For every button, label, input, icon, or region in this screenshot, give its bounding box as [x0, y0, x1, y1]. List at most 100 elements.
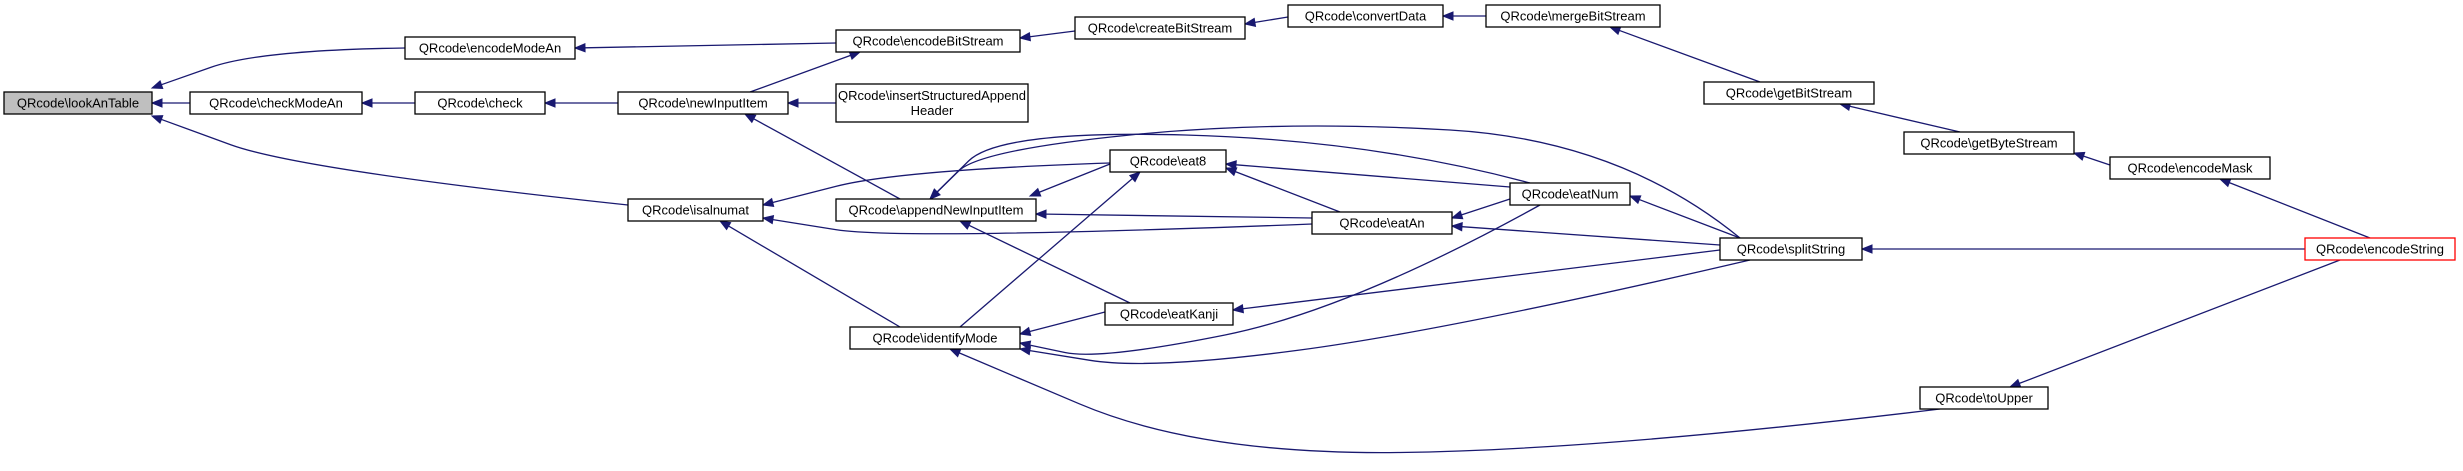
edge-line — [2019, 259, 2341, 385]
node-encodeModeAn[interactable]: QRcode\encodeModeAn — [404, 36, 576, 60]
edge-line — [1029, 311, 1106, 333]
arrowhead — [2008, 378, 2022, 388]
node-box — [1703, 81, 1875, 105]
arrowhead — [543, 98, 556, 108]
node-toUpper[interactable]: QRcode\toUpper — [1919, 386, 2049, 410]
node-label: QRcode\appendNewInputItem — [849, 203, 1024, 218]
node-getByteStream[interactable]: QRcode\getByteStream — [1903, 131, 2075, 155]
node-box — [2304, 237, 2456, 261]
arrowhead — [848, 51, 862, 61]
edge-isalnumat-to-lookAnTable — [150, 115, 629, 206]
edge-eatNum-to-eat8 — [1224, 160, 1511, 188]
edges-layer — [150, 11, 2371, 454]
node-mergeBitStream[interactable]: QRcode\mergeBitStream — [1485, 4, 1661, 28]
edge-eatNum-to-eatAn — [1450, 198, 1511, 220]
arrowhead — [1628, 195, 1642, 205]
node-box — [849, 326, 1021, 350]
arrowhead — [761, 214, 775, 225]
node-box — [627, 198, 764, 222]
edge-splitString-to-eatNum — [1628, 195, 1741, 239]
arrowhead — [718, 220, 732, 231]
node-box — [1109, 149, 1227, 173]
node-checkModeAn[interactable]: QRcode\checkModeAn — [189, 91, 363, 115]
edge-line — [1242, 249, 1721, 310]
node-label: QRcode\getBitStream — [1726, 86, 1852, 101]
edge-line — [728, 225, 901, 328]
edge-line — [2083, 155, 2111, 166]
edge-convertData-to-createBitStream — [1243, 16, 1289, 27]
node-label: QRcode\splitString — [1737, 242, 1845, 257]
node-box — [1074, 16, 1246, 40]
edge-appendNewInputItem-to-newInputItem — [743, 113, 901, 200]
node-eatNum[interactable]: QRcode\eatNum — [1509, 182, 1631, 206]
arrowhead — [958, 220, 972, 230]
node-label: QRcode\eat8 — [1130, 154, 1207, 169]
edge-eatAn-to-eat8 — [1224, 167, 1341, 213]
arrowhead — [1450, 222, 1463, 232]
edge-line — [772, 162, 1111, 204]
node-eatAn[interactable]: QRcode\eatAn — [1311, 211, 1453, 235]
edge-line — [1254, 16, 1289, 24]
node-label: QRcode\lookAnTable — [17, 96, 139, 111]
edge-line — [161, 47, 406, 86]
edge-splitString-to-eatKanji — [1231, 249, 1721, 314]
edge-check-to-checkModeAn — [360, 98, 415, 108]
node-label: Header — [911, 103, 954, 118]
arrowhead — [1243, 17, 1257, 27]
arrowhead — [761, 197, 775, 207]
edge-eatAn-to-isalnumat — [761, 214, 1313, 235]
node-newInputItem[interactable]: QRcode\newInputItem — [617, 91, 789, 115]
node-identifyMode[interactable]: QRcode\identifyMode — [849, 326, 1021, 350]
node-box — [1509, 182, 1631, 206]
node-encodeBitStream[interactable]: QRcode\encodeBitStream — [835, 29, 1021, 53]
arrowhead — [786, 98, 799, 108]
node-encodeMask[interactable]: QRcode\encodeMask — [2109, 156, 2271, 180]
edge-line — [1619, 29, 1761, 83]
node-splitString[interactable]: QRcode\splitString — [1719, 237, 1863, 261]
node-box — [835, 198, 1037, 222]
edge-encodeBitStream-to-encodeModeAn — [573, 42, 837, 53]
node-box — [1919, 386, 2049, 410]
node-label: QRcode\createBitStream — [1088, 21, 1233, 36]
arrowhead — [743, 113, 757, 124]
edge-getByteStream-to-getBitStream — [1838, 101, 1961, 133]
nodes-layer: QRcode\lookAnTableQRcode\encodeModeAnQRc… — [3, 4, 2456, 410]
edge-line — [1039, 163, 1111, 193]
edge-checkModeAn-to-lookAnTable — [150, 98, 190, 108]
edge-line — [1029, 204, 1541, 355]
node-label: QRcode\getByteStream — [1920, 136, 2057, 151]
arrowhead — [1231, 304, 1245, 314]
node-getBitStream[interactable]: QRcode\getBitStream — [1703, 81, 1875, 105]
node-box — [189, 91, 363, 115]
edge-line — [1029, 259, 1751, 365]
node-appendNewInputItem[interactable]: QRcode\appendNewInputItem — [835, 198, 1037, 222]
node-check[interactable]: QRcode\check — [414, 91, 546, 115]
edge-mergeBitStream-to-convertData — [1441, 11, 1486, 21]
edge-line — [959, 178, 1133, 328]
edge-encodeString-to-encodeMask — [2218, 178, 2371, 239]
node-convertData[interactable]: QRcode\convertData — [1287, 4, 1444, 28]
node-box — [2109, 156, 2271, 180]
node-createBitStream[interactable]: QRcode\createBitStream — [1074, 16, 1246, 40]
arrowhead — [360, 98, 373, 108]
edge-line — [2229, 182, 2371, 239]
node-isalnumat[interactable]: QRcode\isalnumat — [627, 198, 764, 222]
arrowhead — [150, 98, 163, 108]
edge-splitString-to-eatAn — [1450, 222, 1721, 246]
node-label: QRcode\toUpper — [1935, 391, 2033, 406]
node-encodeString[interactable]: QRcode\encodeString — [2304, 237, 2456, 261]
edge-line — [1235, 164, 1511, 188]
node-box — [3, 91, 153, 115]
node-eat8[interactable]: QRcode\eat8 — [1109, 149, 1227, 173]
node-lookAnTable[interactable]: QRcode\lookAnTable — [3, 91, 153, 115]
node-box — [1485, 4, 1661, 28]
arrowhead — [2218, 178, 2232, 188]
arrowhead — [1018, 31, 1032, 42]
node-eatKanji[interactable]: QRcode\eatKanji — [1104, 302, 1234, 326]
node-label: QRcode\encodeMask — [2127, 161, 2253, 176]
node-box — [835, 29, 1021, 53]
node-box — [617, 91, 789, 115]
edge-encodeModeAn-to-lookAnTable — [150, 47, 406, 89]
